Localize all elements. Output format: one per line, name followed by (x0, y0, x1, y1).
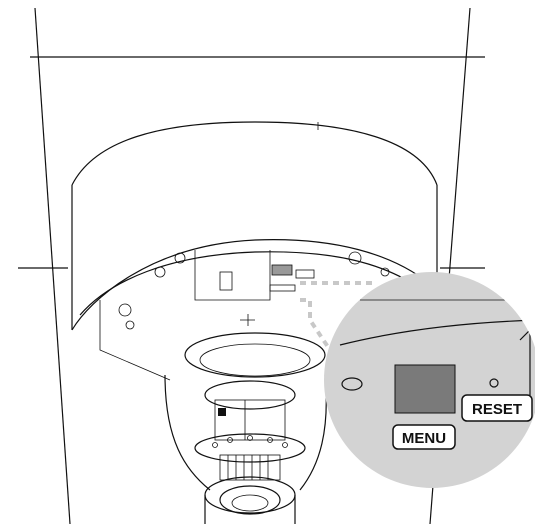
dashed-connector (300, 281, 375, 352)
wall-line-left (34, 7, 71, 524)
gimbal-left-arm (164, 374, 211, 491)
mount-marker (218, 408, 226, 416)
callout-reset-hole[interactable] (489, 378, 499, 388)
housing-top-rim (71, 121, 438, 186)
lens-ring-dots (212, 435, 288, 448)
housing-inner-flange (79, 251, 426, 316)
internal-port (219, 271, 233, 291)
callout-slot-icon (341, 377, 363, 391)
reset-label-box (461, 394, 533, 422)
lens-inner-glass (231, 494, 269, 512)
gimbal-inner-ring (199, 343, 311, 377)
internal-connector (269, 284, 296, 292)
zoom-callout: RESET MENU (324, 272, 535, 488)
screw-hole-1 (118, 303, 132, 317)
lens-mount (214, 399, 286, 441)
screw-hole-3 (174, 252, 186, 264)
internal-compartment (194, 250, 271, 301)
callout-connector (300, 281, 375, 352)
center-arrow (240, 314, 255, 326)
internal-reset-label (295, 269, 315, 279)
screw-hole-2 (154, 266, 166, 278)
gimbal-middle-ring (204, 380, 296, 410)
reset-label: RESET (472, 401, 522, 418)
lens-barrel-ribs (227, 455, 269, 480)
screw-hole-4 (348, 251, 362, 265)
lens-glass (219, 485, 281, 515)
gimbal-top-ring (184, 332, 326, 378)
callout-menu-button[interactable] (394, 364, 456, 414)
internal-menu-button (271, 264, 293, 276)
lens-ring (194, 433, 306, 463)
camera-housing (71, 121, 438, 381)
menu-label-box (392, 424, 456, 450)
gimbal-right-arm (299, 374, 327, 491)
screw-hole-5 (380, 267, 390, 277)
menu-label: MENU (402, 430, 446, 447)
housing-lower-left-edge (99, 300, 171, 381)
lens-assembly (164, 332, 327, 524)
lens-barrel (219, 454, 281, 481)
callout-panel-edge (339, 319, 535, 346)
housing-base-flange (71, 239, 438, 331)
screw-hole-6 (125, 320, 135, 330)
